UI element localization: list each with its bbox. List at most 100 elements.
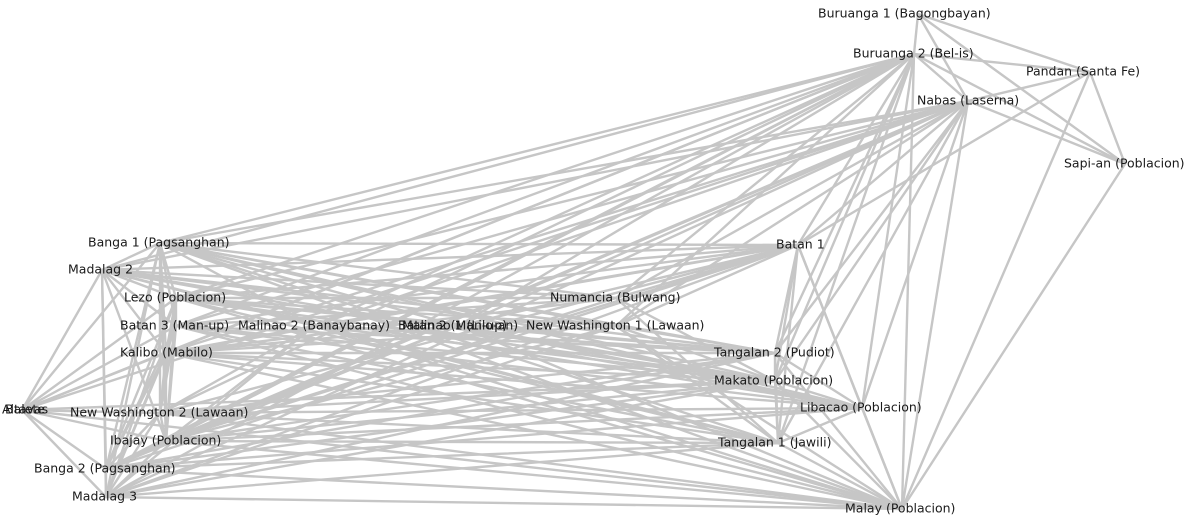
node-label-libacao: Libacao (Poblacion) <box>800 400 922 415</box>
edge-banga2-tangalan2 <box>104 351 777 471</box>
node-label-buruanga2: Buruanga 2 (Bel-is) <box>853 46 974 61</box>
edge-altavas-malay <box>20 408 904 511</box>
edge-tangalan2-libacao <box>773 351 864 410</box>
edge-buruanga2-pandan <box>912 52 1092 74</box>
node-label-batan3: Batan 3 (Man-up) <box>120 318 229 333</box>
edge-pandan-malay <box>900 70 1092 511</box>
edge-malinao1-batan1 <box>456 243 800 328</box>
edge-nabas-tangalan2 <box>773 99 970 355</box>
edge-banga2-tangalan1 <box>104 441 780 471</box>
node-label-makato: Makato (Poblacion) <box>714 373 833 388</box>
edge-malinao1-libacao <box>456 324 864 410</box>
edge-madalag3-batan1 <box>104 243 800 499</box>
edge-madalag2-lezo <box>100 268 178 300</box>
edge-altavas-makato <box>20 379 777 412</box>
edge-kalibo-makato <box>164 351 777 383</box>
edge-ibajay-banga2 <box>104 439 168 471</box>
node-label-buruanga1: Buruanga 1 (Bagongbayan) <box>818 6 991 21</box>
node-label-balete: Balete <box>5 402 45 417</box>
edge-ibajay-altavas <box>20 408 168 443</box>
edge-newwash1-ibajay <box>164 324 618 443</box>
edge-buruanga2-malay <box>900 52 916 511</box>
edge-banga2-malay <box>104 467 904 511</box>
edge-layer <box>20 12 1127 511</box>
edge-pandan-nabas <box>966 70 1092 103</box>
edge-newwash2-tangalan2 <box>158 351 777 415</box>
edge-ibajay-libacao <box>164 406 864 443</box>
edge-nabas-batan1 <box>796 99 970 247</box>
edge-kalibo-batan1 <box>164 243 800 355</box>
edge-ibajay-makato <box>164 379 777 443</box>
edge-malinao2-tangalan1 <box>312 324 780 445</box>
node-label-banga1: Banga 1 (Pagsanghan) <box>88 235 230 250</box>
node-label-malay: Malay (Poblacion) <box>845 501 955 516</box>
edge-malinao1-kalibo <box>164 324 460 355</box>
edge-malinao2-tangalan2 <box>312 324 777 355</box>
edge-buruanga2-sapian <box>912 52 1127 166</box>
edge-batan3-newwash2 <box>158 324 178 415</box>
node-label-newwash2: New Washington 2 (Lawaan) <box>70 405 248 420</box>
edge-nabas-makato <box>773 99 970 383</box>
edge-libacao-malay <box>860 406 904 511</box>
edge-kalibo-madalag3 <box>104 351 168 499</box>
edge-newwash2-batan1 <box>158 243 800 415</box>
edge-numancia-makato <box>614 296 777 383</box>
edge-batan3-batan1 <box>174 243 800 328</box>
edge-pandan-batan1 <box>796 70 1092 247</box>
edge-nabas-batan3 <box>174 99 970 328</box>
edge-madalag2-kalibo <box>100 268 168 355</box>
edge-newwash1-kalibo <box>164 324 618 355</box>
node-label-batan1: Batan 1 <box>776 237 825 252</box>
edge-sapian-malay <box>900 162 1127 511</box>
node-label-numancia: Numancia (Bulwang) <box>550 290 680 305</box>
edge-kalibo-banga2 <box>104 351 168 471</box>
edge-lezo-batan1 <box>174 243 800 300</box>
node-label-tangalan2: Tangalan 2 (Pudiot) <box>713 345 835 360</box>
edge-nabas-newwash1 <box>614 99 970 328</box>
edge-batan3-altavas <box>20 324 178 412</box>
edge-madalag3-makato <box>104 379 777 499</box>
edge-banga2-libacao <box>104 406 864 471</box>
edge-batan3-tangalan2 <box>174 324 777 355</box>
node-label-malinao1: Malinao 1 (Lilo-an) <box>402 318 518 333</box>
edge-buruanga2-nabas <box>912 52 970 103</box>
node-label-lezo: Lezo (Poblacion) <box>124 290 226 305</box>
edge-madalag2-batan1 <box>100 243 800 272</box>
edge-banga1-madalag3 <box>104 241 162 499</box>
edge-buruanga2-tangalan2 <box>773 52 916 355</box>
edge-lezo-altavas <box>20 296 178 412</box>
edge-tangalan2-malay <box>773 351 904 511</box>
label-layer: Buruanga 1 (Bagongbayan) Buruanga 2 (Bel… <box>2 6 1185 516</box>
node-label-madalag2: Madalag 2 <box>68 262 133 277</box>
edge-tangalan1-malay <box>776 441 904 511</box>
edge-ibajay-batan1 <box>164 243 800 443</box>
edge-batan3-malay <box>174 324 904 511</box>
edge-madalag3-tangalan1 <box>104 441 780 499</box>
node-label-altavas: Altavas <box>2 402 48 417</box>
edge-makato-tangalan1 <box>773 379 780 445</box>
edge-banga1-madalag2 <box>100 241 162 272</box>
edge-buruanga1-pandan <box>916 12 1092 74</box>
edge-nabas-banga1 <box>158 99 970 245</box>
edge-madalag3-altavas <box>20 408 108 499</box>
edge-batan1-tangalan1 <box>776 243 800 445</box>
edge-newwash2-madalag3 <box>104 411 162 499</box>
edge-buruanga1-buruanga2 <box>912 12 920 56</box>
node-label-batan2: Batan 2 (Man-up) <box>398 318 507 333</box>
edge-madalag2-batan3 <box>100 268 178 328</box>
edge-batan3-ibajay <box>164 324 178 443</box>
edge-nabas-malay <box>900 99 970 511</box>
edge-numancia-kalibo <box>164 296 618 355</box>
edge-banga2-altavas <box>20 408 108 471</box>
node-label-ibajay: Ibajay (Poblacion) <box>110 433 221 448</box>
edge-nabas-libacao <box>860 99 970 410</box>
edge-makato-libacao <box>773 379 864 410</box>
node-label-malinao2: Malinao 2 (Banaybanay) <box>238 318 390 333</box>
node-label-pandan: Pandan (Santa Fe) <box>1026 64 1140 79</box>
edge-newwash2-banga2 <box>104 411 162 471</box>
node-label-madalag3: Madalag 3 <box>72 489 137 504</box>
edge-madalag3-malay <box>104 495 904 511</box>
edge-buruanga2-madalag2 <box>100 52 916 272</box>
node-label-newwash1: New Washington 1 (Lawaan) <box>526 318 704 333</box>
